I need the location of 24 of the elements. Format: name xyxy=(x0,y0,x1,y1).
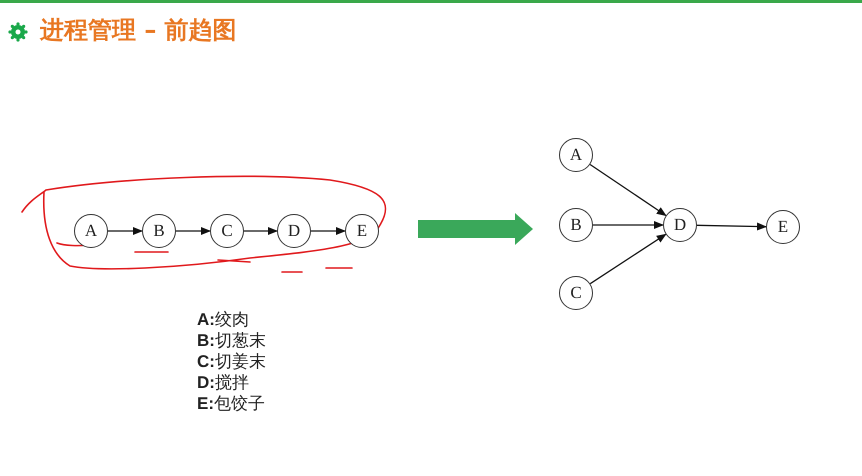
process-circle: D xyxy=(277,214,311,248)
process-circle: E xyxy=(345,214,379,248)
process-circle: B xyxy=(559,208,593,242)
legend-note: D:搅拌 xyxy=(197,373,249,393)
process-circle: D xyxy=(663,208,697,242)
arrow xyxy=(590,164,667,216)
title: 进程管理 – 前趋图 xyxy=(40,15,237,46)
arrow xyxy=(244,227,278,235)
arrow xyxy=(593,221,664,229)
arrow xyxy=(108,227,143,235)
arrow xyxy=(176,227,211,235)
legend-note: A:绞肉 xyxy=(197,310,249,330)
process-circle: A xyxy=(559,138,593,172)
process-circle: B xyxy=(142,214,176,248)
arrow xyxy=(311,227,346,235)
arrow xyxy=(696,222,767,230)
process-circle: E xyxy=(766,210,800,244)
arrow xyxy=(590,234,667,284)
legend-note: B:切葱末 xyxy=(197,331,266,351)
legend-note: C:切姜末 xyxy=(197,352,266,372)
process-circle: C xyxy=(559,276,593,310)
process-circle: A xyxy=(74,214,108,248)
process-circle: C xyxy=(210,214,244,248)
legend-note: E:包饺子 xyxy=(197,394,265,414)
